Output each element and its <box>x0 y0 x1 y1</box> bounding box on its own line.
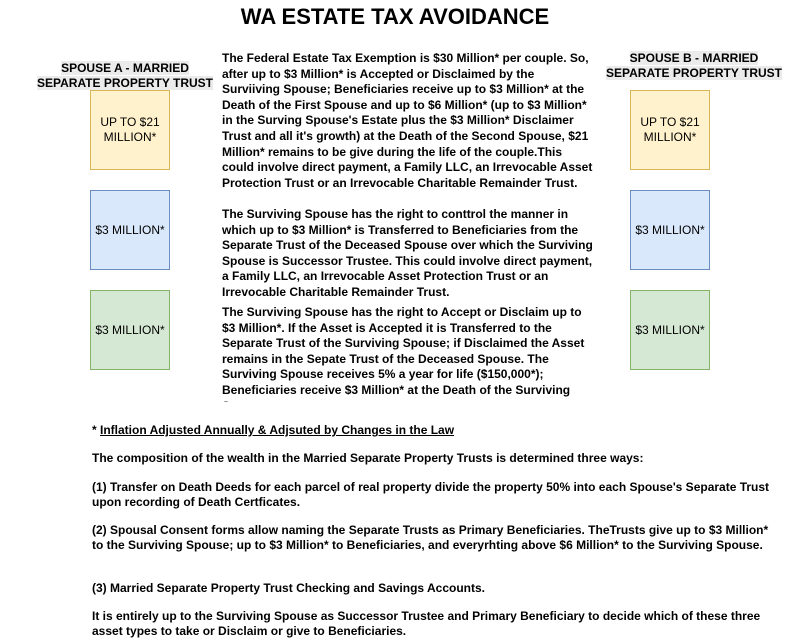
item-3: (3) Married Separate Property Trust Chec… <box>92 581 485 595</box>
footnote: * Inflation Adjusted Annually & Adjsuted… <box>92 423 772 438</box>
spouse-a-box-21m: UP TO $21 MILLION* <box>90 90 170 170</box>
spouse-b-box-3m-green: $3 MILLION* <box>630 290 710 370</box>
spouse-b-label: SPOUSE B - MARRIED SEPARATE PROPERTY TRU… <box>604 51 784 81</box>
item-2: (2) Spousal Consent forms allow naming t… <box>92 523 769 552</box>
page-title: WA ESTATE TAX AVOIDANCE <box>240 4 550 29</box>
disclaim-paragraph: The Surviving Spouse has the right to Ac… <box>222 305 585 402</box>
spouse-b-label-line1: SPOUSE B - MARRIED <box>629 51 759 65</box>
footnote-text: Inflation Adjusted Annually & Adjsuted b… <box>100 423 455 437</box>
conclusion: It is entirely up to the Surviving Spous… <box>92 609 761 638</box>
item-1: (1) Transfer on Death Deeds for each par… <box>92 480 770 509</box>
spouse-a-box-3m-blue: $3 MILLION* <box>90 190 170 270</box>
composition-intro: The composition of the wealth in the Mar… <box>92 451 644 465</box>
control-paragraph: The Surviving Spouse has the right to co… <box>222 207 593 299</box>
spouse-a-box-3m-green: $3 MILLION* <box>90 290 170 370</box>
spouse-b-label-line2: SEPARATE PROPERTY TRUST <box>605 66 783 80</box>
footnote-prefix: * <box>92 423 101 437</box>
exemption-paragraph: The Federal Estate Tax Exemption is $30 … <box>222 51 593 190</box>
spouse-b-box-21m: UP TO $21 MILLION* <box>630 90 710 170</box>
spouse-a-label-line1: SPOUSE A - MARRIED <box>61 61 189 75</box>
spouse-a-label-line2: SEPARATE PROPERTY TRUST <box>36 76 214 90</box>
spouse-a-label: SPOUSE A - MARRIED SEPARATE PROPERTY TRU… <box>35 61 215 91</box>
spouse-b-box-3m-blue: $3 MILLION* <box>630 190 710 270</box>
